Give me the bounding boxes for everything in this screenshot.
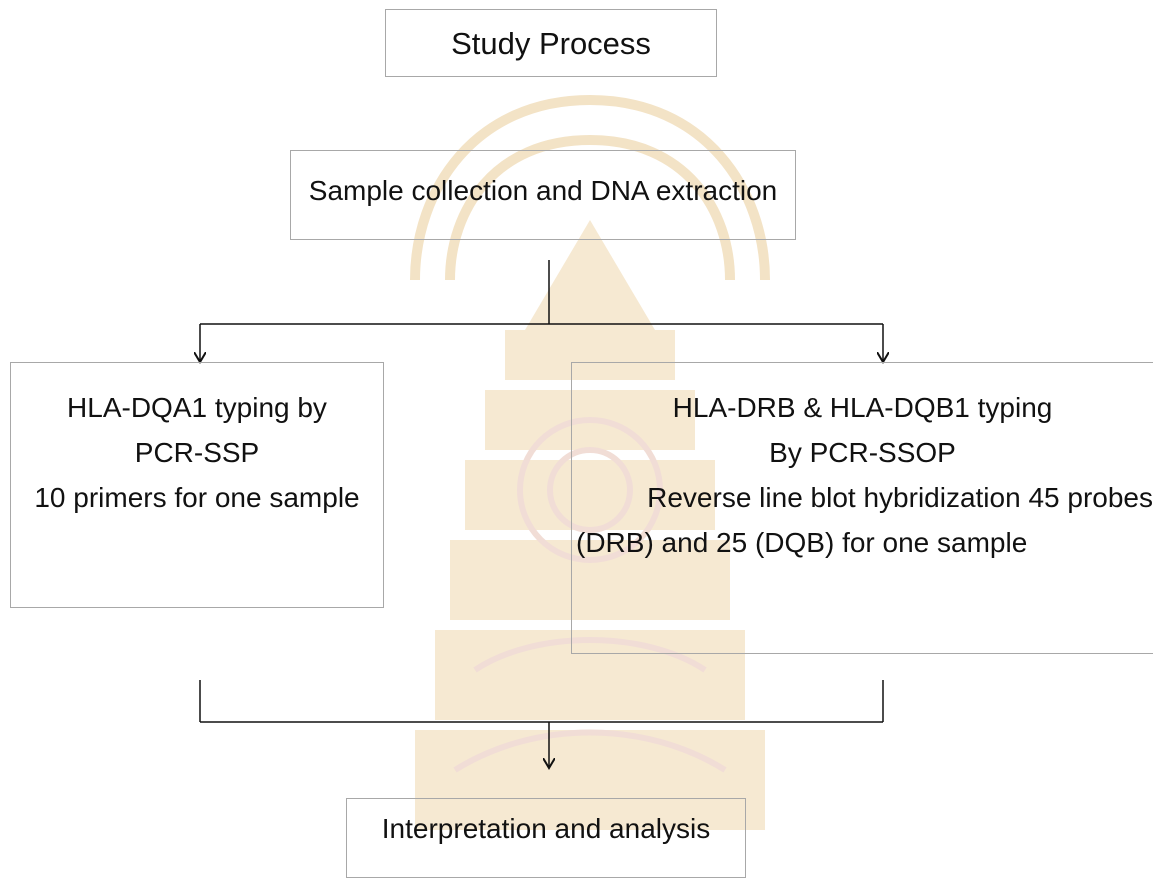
- title-box: Study Process: [385, 9, 717, 77]
- drb-line-2: By PCR-SSOP: [769, 437, 956, 468]
- sample-collection-box: Sample collection and DNA extraction: [290, 150, 796, 240]
- drb-line-3: Reverse line blot hybridization 45 probe…: [647, 482, 1153, 513]
- dqa1-line-1: HLA-DQA1 typing by: [67, 392, 327, 423]
- drb-line-4: (DRB) and 25 (DQB) for one sample: [576, 527, 1028, 558]
- drb-line-1: HLA-DRB & HLA-DQB1 typing: [672, 392, 1053, 423]
- dqa1-line-2: PCR-SSP: [134, 437, 260, 468]
- interpretation-label: Interpretation and analysis: [381, 813, 711, 844]
- drb-dqb1-typing-box: HLA-DRB & HLA-DQB1 typing By PCR-SSOP Re…: [571, 362, 1153, 654]
- sample-collection-label: Sample collection and DNA extraction: [308, 175, 778, 206]
- diagram-title: Study Process: [451, 26, 651, 61]
- dqa1-typing-box: HLA-DQA1 typing by PCR-SSP 10 primers fo…: [10, 362, 384, 608]
- dqa1-line-3: 10 primers for one sample: [34, 482, 360, 513]
- interpretation-box: Interpretation and analysis: [346, 798, 746, 878]
